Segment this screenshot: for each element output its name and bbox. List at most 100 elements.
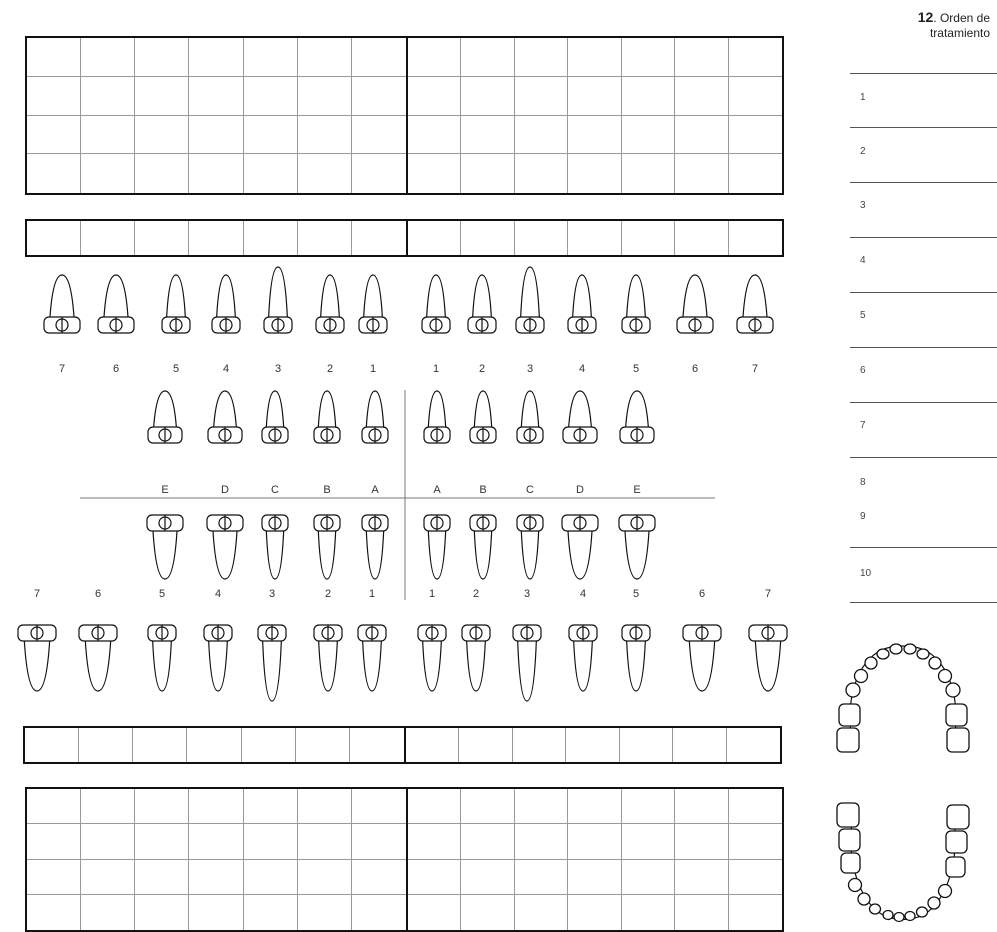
grid-cell[interactable] [515,154,568,193]
grid-cell[interactable] [81,824,135,859]
tooth-lower-primary[interactable] [147,515,183,579]
tooth-lower-permanent[interactable] [683,625,721,691]
order-entry-line[interactable] [850,457,997,458]
grid-cell[interactable] [298,116,352,155]
grid-cell[interactable] [298,789,352,824]
grid-cell[interactable] [298,154,352,193]
grid-cell[interactable] [622,789,675,824]
order-entry-line[interactable] [850,602,997,603]
tooth-lower-primary[interactable] [362,515,388,579]
tooth-letter-label[interactable]: D [576,484,584,496]
grid-cell[interactable] [27,221,81,255]
grid-cell[interactable] [298,77,352,116]
grid-cell[interactable] [187,728,241,762]
grid-cell[interactable] [675,154,728,193]
tooth-number-label[interactable]: 7 [34,588,40,600]
tooth-upper-primary[interactable] [563,391,597,443]
tooth-letter-label[interactable]: C [271,484,279,496]
tooth-number-label[interactable]: 6 [95,588,101,600]
tooth-number-label[interactable]: 3 [269,588,275,600]
grid-cell[interactable] [27,154,81,193]
grid-cell[interactable] [568,789,621,824]
tooth-upper-permanent[interactable] [316,275,344,333]
tooth-upper-permanent[interactable] [98,275,134,333]
tooth-lower-permanent[interactable] [148,625,176,691]
grid-cell[interactable] [675,824,728,859]
grid-cell[interactable] [622,824,675,859]
tooth-number-label[interactable]: 6 [692,363,698,375]
grid-cell[interactable] [675,77,728,116]
grid-cell[interactable] [459,728,512,762]
tooth-upper-primary[interactable] [470,391,496,443]
grid-cell[interactable] [135,789,189,824]
grid-cell[interactable] [244,116,298,155]
grid-cell[interactable] [729,221,782,255]
grid-cell[interactable] [675,789,728,824]
grid-cell[interactable] [568,221,621,255]
grid-cell[interactable] [568,77,621,116]
grid-cell[interactable] [515,116,568,155]
grid-cell[interactable] [675,38,728,77]
grid-cell[interactable] [408,221,461,255]
tooth-upper-permanent[interactable] [212,275,240,333]
tooth-number-label[interactable]: 7 [59,363,65,375]
grid-cell[interactable] [189,116,243,155]
grid-cell[interactable] [244,789,298,824]
order-entry-line[interactable] [850,347,997,348]
grid-cell[interactable] [408,77,461,116]
tooth-upper-primary[interactable] [620,391,654,443]
tooth-upper-primary[interactable] [148,391,182,443]
grid-cell[interactable] [729,116,782,155]
grid-cell[interactable] [729,789,782,824]
bottom-grid-right[interactable] [406,789,782,930]
grid-cell[interactable] [622,116,675,155]
order-entry-line[interactable] [850,237,997,238]
tooth-letter-label[interactable]: B [323,484,330,496]
tooth-number-label[interactable]: 4 [223,363,229,375]
bottom-treatment-grid[interactable] [25,787,784,932]
lower-status-right[interactable] [404,728,780,762]
grid-cell[interactable] [242,728,296,762]
grid-cell[interactable] [675,860,728,895]
tooth-letter-label[interactable]: B [479,484,486,496]
grid-cell[interactable] [352,789,406,824]
tooth-lower-permanent[interactable] [79,625,117,691]
tooth-upper-permanent[interactable] [44,275,80,333]
tooth-number-label[interactable]: 6 [113,363,119,375]
grid-cell[interactable] [515,860,568,895]
grid-cell[interactable] [244,154,298,193]
grid-cell[interactable] [27,77,81,116]
grid-cell[interactable] [729,154,782,193]
order-entry-line[interactable] [850,73,997,74]
tooth-lower-primary[interactable] [562,515,598,579]
tooth-upper-primary[interactable] [262,391,288,443]
tooth-number-label[interactable]: 7 [752,363,758,375]
tooth-lower-permanent[interactable] [622,625,650,691]
top-grid-left[interactable] [27,38,406,193]
grid-cell[interactable] [408,789,461,824]
grid-cell[interactable] [568,116,621,155]
grid-cell[interactable] [622,154,675,193]
tooth-upper-permanent[interactable] [162,275,190,333]
grid-cell[interactable] [135,116,189,155]
tooth-upper-permanent[interactable] [468,275,496,333]
grid-cell[interactable] [298,860,352,895]
grid-cell[interactable] [135,860,189,895]
grid-cell[interactable] [135,154,189,193]
grid-cell[interactable] [81,77,135,116]
grid-cell[interactable] [352,221,406,255]
grid-cell[interactable] [408,824,461,859]
grid-cell[interactable] [352,154,406,193]
tooth-upper-permanent[interactable] [677,275,713,333]
grid-cell[interactable] [244,77,298,116]
grid-cell[interactable] [729,860,782,895]
tooth-number-label[interactable]: 5 [173,363,179,375]
grid-cell[interactable] [461,789,514,824]
tooth-upper-primary[interactable] [424,391,450,443]
tooth-lower-permanent[interactable] [749,625,787,691]
grid-cell[interactable] [408,38,461,77]
tooth-upper-permanent[interactable] [516,267,544,333]
grid-cell[interactable] [729,824,782,859]
grid-cell[interactable] [729,38,782,77]
grid-cell[interactable] [189,789,243,824]
